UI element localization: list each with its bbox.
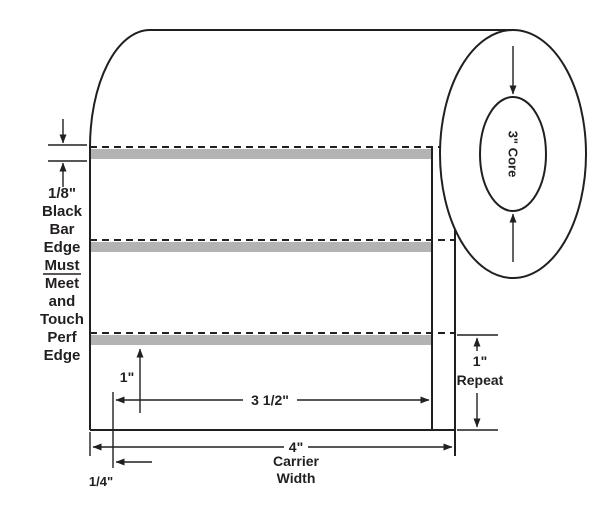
note-line-8: Touch xyxy=(40,311,84,328)
roll-left-cap xyxy=(89,29,151,148)
note-line-4: Edge xyxy=(44,239,81,256)
carrier-width-dimension: 4" Carrier Width xyxy=(89,432,453,486)
bar-thickness-dimension xyxy=(48,119,87,187)
left-margin-dimension: 1/4" xyxy=(89,458,152,489)
repeat-word-label: Repeat xyxy=(457,372,504,388)
black-bar-3 xyxy=(90,335,432,345)
bar-offset-label: 1" xyxy=(120,369,134,385)
note-line-10: Edge xyxy=(44,347,81,364)
black-bar-1 xyxy=(90,149,432,159)
roll-core-hole xyxy=(479,96,547,212)
note-line-5-must: Must xyxy=(45,257,80,274)
roll-body: 3" Core xyxy=(89,29,587,456)
note-line-7: and xyxy=(49,293,76,310)
black-bar-note: 1/8" Black Bar Edge Must Meet and Touch … xyxy=(40,185,84,364)
black-bar-2 xyxy=(90,242,432,252)
note-line-9: Perf xyxy=(47,329,77,346)
core-label: 3" Core xyxy=(506,131,521,178)
repeat-value-label: 1" xyxy=(473,353,487,369)
note-line-6: Meet xyxy=(45,275,79,292)
repeat-dimension: 1" Repeat xyxy=(457,334,504,431)
label-width-dimension: 3 1/2" xyxy=(112,392,430,468)
carrier-word1-label: Carrier xyxy=(273,453,319,469)
carrier-word2-label: Width xyxy=(277,470,316,486)
label-width-label: 3 1/2" xyxy=(251,392,289,408)
note-line-1: 1/8" xyxy=(48,185,76,202)
carrier-value-label: 4" xyxy=(289,439,303,455)
note-line-2: Black xyxy=(42,203,83,220)
left-margin-label: 1/4" xyxy=(89,474,113,489)
note-line-3: Bar xyxy=(49,221,74,238)
label-web-panel xyxy=(89,146,455,431)
bar-offset-dimension: 1" xyxy=(120,348,144,413)
